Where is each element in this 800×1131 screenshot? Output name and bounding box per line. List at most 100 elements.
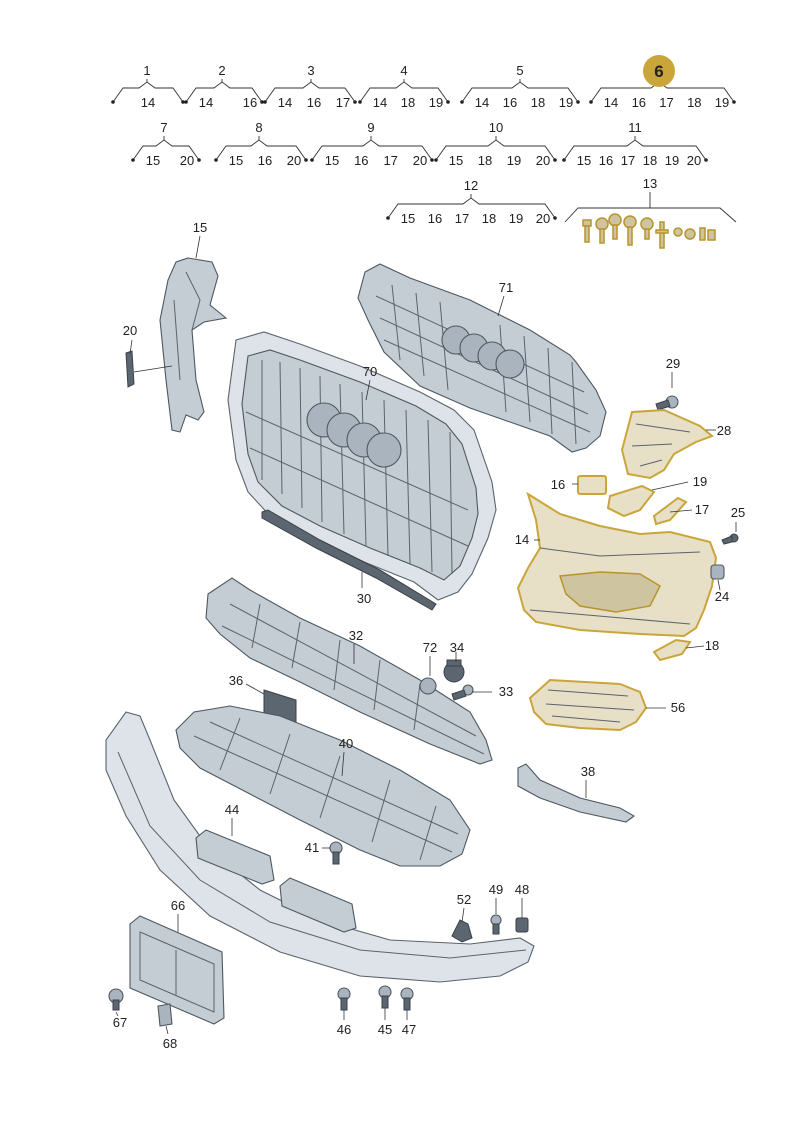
clip-68[interactable] [157,1003,173,1027]
part-callout-label[interactable]: 40 [339,736,353,751]
grommet-72[interactable] [419,677,437,695]
bracket-dot [214,158,218,162]
part-callout-label[interactable]: 45 [378,1022,392,1037]
screw-47[interactable] [400,987,414,1011]
part-callout-label[interactable]: 71 [499,280,513,295]
part-callout-label[interactable]: 34 [450,640,464,655]
screw-46[interactable] [337,987,351,1011]
hardware-set-13[interactable] [564,192,737,249]
screw-25[interactable] [721,533,739,545]
group-item-label: 17 [621,153,635,168]
side-bracket-15[interactable] [159,257,228,433]
lamp-grille-56[interactable] [528,678,648,732]
clip-48[interactable] [515,917,529,933]
part-callout-label[interactable]: 52 [457,892,471,907]
part-callout-label[interactable]: 32 [349,628,363,643]
part-callout-label[interactable]: 19 [693,474,707,489]
part-callout-label[interactable]: 49 [489,882,503,897]
group-item-label: 17 [383,153,397,168]
bolt-33[interactable] [451,684,474,701]
part-callout-label[interactable]: 48 [515,882,529,897]
bracket-52[interactable] [451,919,473,943]
spoiler-44[interactable] [105,711,535,983]
part-callout-label[interactable]: 17 [695,502,709,517]
bumper-cover-14[interactable] [516,491,718,638]
clip-20[interactable] [125,350,135,388]
part-callout-label[interactable]: 38 [581,764,595,779]
group-item-label: 20 [536,153,550,168]
group-item-label: 19 [429,95,443,110]
group-item-label: 19 [509,211,523,226]
part-callout-label[interactable]: 28 [717,423,731,438]
trim-strip-30[interactable] [261,509,437,611]
part-callout-label[interactable]: 44 [225,802,239,817]
part-callout-label[interactable]: 67 [113,1015,127,1030]
bracket-dot [304,158,308,162]
group-item-label: 16 [503,95,517,110]
part-callout-label[interactable]: 25 [731,505,745,520]
group-item-label: 17 [336,95,350,110]
part-callout-label[interactable]: 18 [705,638,719,653]
bracket-dot [386,216,390,220]
carrier-32[interactable] [205,577,493,765]
kit-group[interactable]: 114 [111,63,185,110]
part-callout-label[interactable]: 70 [363,364,377,379]
plate-bracket-66[interactable] [129,915,225,1025]
bracket-28[interactable] [620,408,714,480]
screw-29[interactable] [655,395,679,411]
part-callout-label[interactable]: 20 [123,323,137,338]
group-item-label: 14 [141,95,155,110]
group-item-label: 20 [180,153,194,168]
part-callout-label[interactable]: 16 [551,477,565,492]
part-callout-label[interactable]: 47 [402,1022,416,1037]
nut-icon [673,227,716,241]
group-label: 8 [255,120,262,135]
part-callout-label[interactable]: 56 [671,700,685,715]
leader-lines [115,235,737,1035]
part-callout-label[interactable]: 36 [229,673,243,688]
group-item-label: 14 [278,95,292,110]
part-callout-label[interactable]: 14 [515,532,529,547]
bracket-dot [358,100,362,104]
cap-18[interactable] [652,638,692,662]
undertray-40[interactable] [175,705,471,867]
screw-67[interactable] [108,988,124,1011]
part-callout-label[interactable]: 33 [499,684,513,699]
radiator-grille-70[interactable] [227,331,497,601]
group-item-label: 15 [577,153,591,168]
group-item-label: 19 [559,95,573,110]
nut-24[interactable] [710,564,725,580]
group-item-label: 19 [665,153,679,168]
part-callout-label[interactable]: 72 [423,640,437,655]
part-callout-label[interactable]: 68 [163,1036,177,1051]
screw-45[interactable] [378,985,392,1009]
part-callout-label[interactable]: 46 [337,1022,351,1037]
cover-19[interactable] [606,484,656,518]
group-label[interactable]: 13 [643,176,657,191]
screw-41[interactable] [329,841,343,865]
part-callout-label[interactable]: 41 [305,840,319,855]
part-callout-label[interactable]: 29 [666,356,680,371]
grille-frame-71[interactable] [357,263,607,453]
side-trim-38[interactable] [517,763,635,823]
group-label: 11 [628,120,642,135]
bracket-dot [430,158,434,162]
tab-16[interactable] [577,475,607,495]
bracket-34[interactable] [443,659,465,683]
part-callout-label[interactable]: 30 [357,591,371,606]
part-callout-label[interactable]: 24 [715,589,729,604]
part-callout-label[interactable]: 15 [193,220,207,235]
screw-49[interactable] [490,914,502,935]
part-callout-label[interactable]: 66 [171,898,185,913]
